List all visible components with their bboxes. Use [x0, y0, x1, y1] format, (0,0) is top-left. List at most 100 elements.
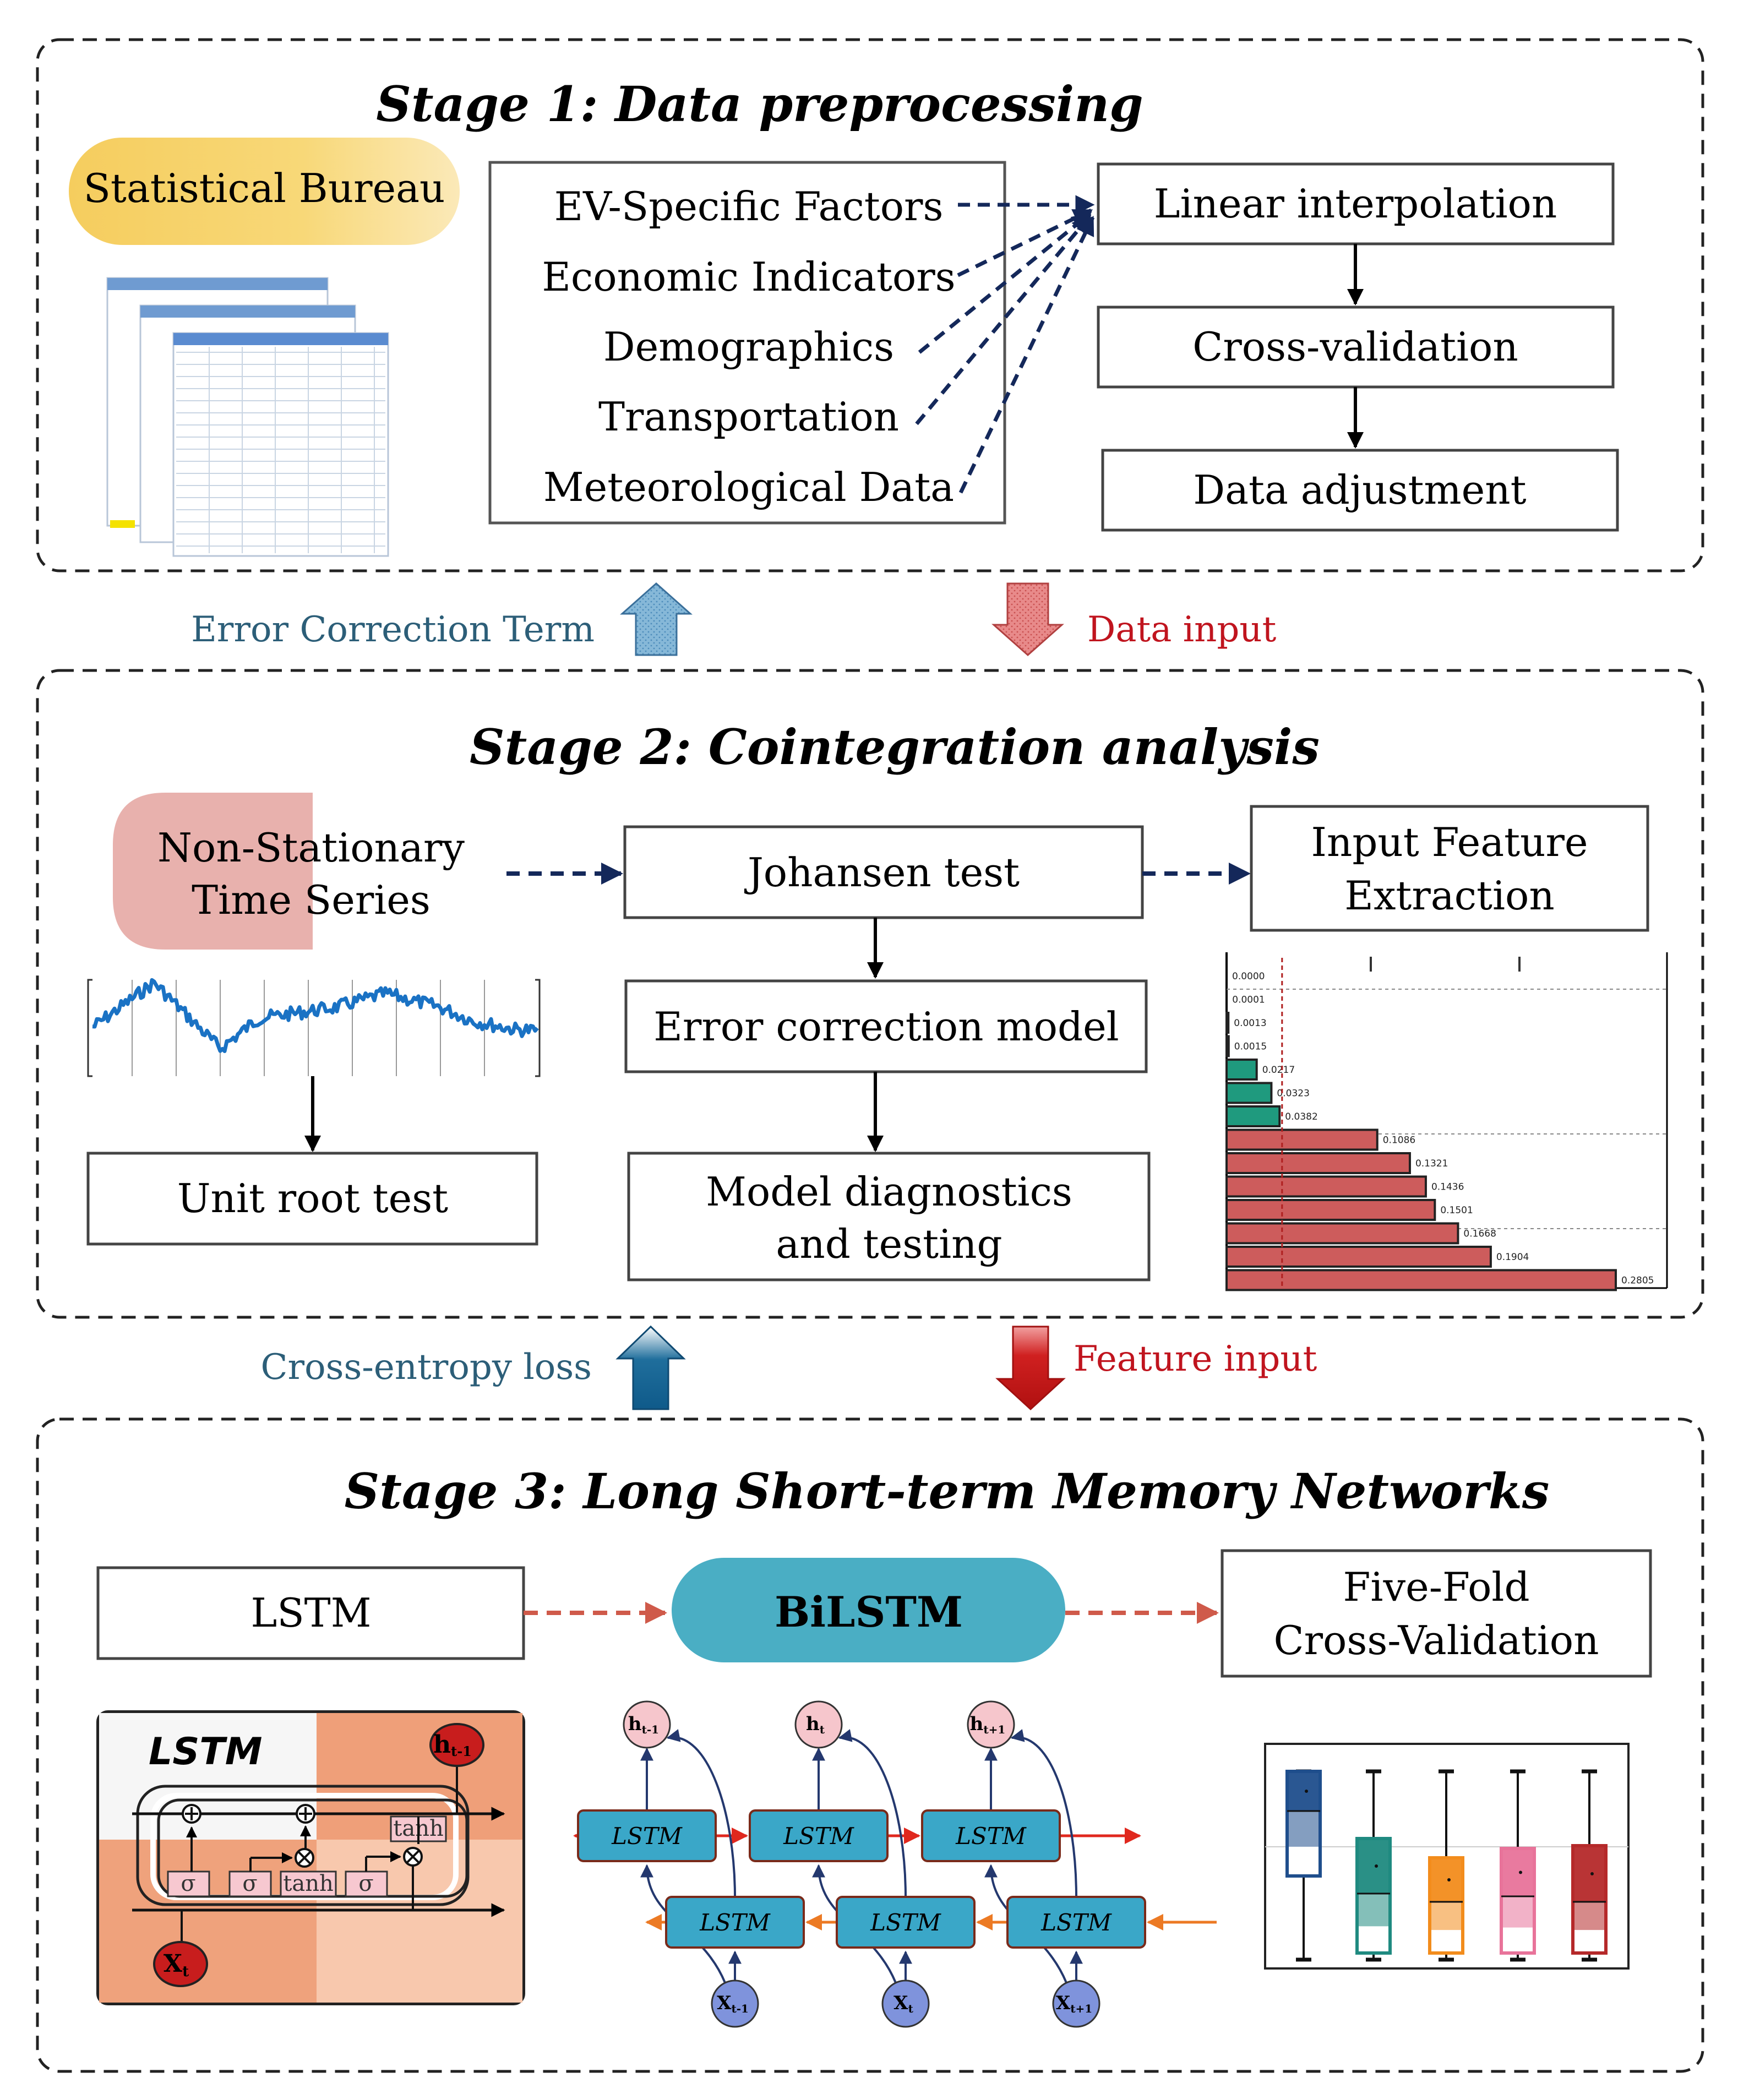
feature-bar-label: 0.0015	[1234, 1041, 1267, 1052]
feature-bar	[1225, 1199, 1436, 1221]
feature-bar-label: 0.2805	[1621, 1275, 1654, 1286]
stage-2-border	[36, 669, 1704, 1319]
input-node	[711, 1979, 759, 2028]
svg-text:σ: σ	[358, 1871, 373, 1896]
diagnostics-label-1: Model diagnostics	[706, 1169, 1072, 1215]
feature-bar-label: 0.0001	[1232, 995, 1265, 1006]
johansen-label: Johansen test	[744, 849, 1020, 896]
feature-extraction-label-2: Extraction	[1344, 872, 1554, 919]
feature-bar	[1225, 1082, 1273, 1104]
fold-boxplot	[1264, 1743, 1630, 1970]
diagnostics-label-2: and testing	[776, 1221, 1002, 1267]
spreadsheet-icon	[106, 277, 389, 557]
stage-1-panel: Stage 1: Data preprocessing Statistical …	[36, 38, 1704, 572]
feature-bar-label: 0.1321	[1415, 1158, 1448, 1169]
cross-validation-box	[1097, 306, 1615, 389]
input-node-label: Xt	[893, 1992, 913, 2015]
stage-1-title: Stage 1: Data preprocessing	[376, 75, 1143, 133]
feature-bar	[1225, 1222, 1459, 1245]
bilstm-cell	[665, 1896, 805, 1949]
connector-1: Error Correction Term Data input	[191, 582, 1277, 657]
time-series-plot	[87, 978, 541, 1077]
svg-text:ht-1: ht-1	[433, 1731, 472, 1759]
error-correction-term-label: Error Correction Term	[191, 609, 595, 650]
factor-transportation: Transportation	[598, 394, 899, 440]
hidden-state-label: ht+1	[970, 1713, 1006, 1736]
input-node	[1052, 1979, 1100, 2028]
bilstm-cell	[577, 1809, 717, 1862]
bilstm-cell-label: LSTM	[1040, 1909, 1112, 1936]
feature-bar	[1225, 1105, 1281, 1127]
stage-3-border	[36, 1417, 1704, 2073]
hidden-state-label: ht-1	[628, 1713, 659, 1736]
feature-bar-label: 0.0000	[1232, 971, 1265, 982]
h-t-node	[429, 1723, 484, 1767]
feature-bar-label: 0.0013	[1234, 1018, 1266, 1029]
bilstm-cell	[1006, 1896, 1146, 1949]
feature-input-label: Feature input	[1074, 1339, 1317, 1379]
feature-bar-label: 0.1501	[1440, 1205, 1473, 1216]
hidden-state-node	[794, 1700, 843, 1749]
input-node-label: Xt+1	[1056, 1992, 1092, 2015]
feature-bar	[1225, 1175, 1427, 1198]
ecm-box	[624, 979, 1148, 1073]
svg-text:σ: σ	[242, 1871, 257, 1896]
five-fold-label-1: Five-Fold	[1343, 1564, 1529, 1610]
stage-3-panel: Stage 3: Long Short-term Memory Networks…	[36, 1417, 1704, 2073]
five-fold-box	[1221, 1549, 1652, 1678]
cross-entropy-label: Cross-entropy loss	[261, 1347, 592, 1388]
factor-meteorological: Meteorological Data	[543, 464, 954, 510]
feature-bar-label: 0.1436	[1431, 1182, 1464, 1193]
factor-arrows	[915, 195, 1095, 494]
svg-text:Xt: Xt	[164, 1950, 189, 1980]
up-arrow-gradient	[615, 1325, 686, 1410]
hidden-state-node	[967, 1700, 1015, 1749]
hidden-state-label: ht	[806, 1713, 825, 1736]
diagnostics-box	[627, 1152, 1151, 1281]
hidden-state-node	[623, 1700, 671, 1749]
time-series-tag	[113, 793, 313, 950]
linear-interpolation-label: Linear interpolation	[1154, 181, 1557, 227]
five-fold-label-2: Cross-Validation	[1274, 1617, 1599, 1663]
feature-bar-label: 0.1904	[1496, 1252, 1529, 1263]
feature-bar-label: 0.1086	[1383, 1135, 1415, 1146]
data-input-label: Data input	[1087, 609, 1277, 650]
input-node-label: Xt-1	[717, 1992, 749, 2015]
down-arrow-red	[991, 582, 1064, 657]
bilstm-cell-label: LSTM	[611, 1823, 683, 1850]
factor-demographics: Demographics	[603, 324, 894, 370]
lstm-cell-diagram: LSTM σ σ tanh σ tanh	[96, 1710, 525, 2005]
bilstm-label: BiLSTM	[775, 1588, 963, 1637]
bilstm-cell	[921, 1809, 1061, 1862]
feature-bar-label: 0.1668	[1463, 1229, 1496, 1240]
feature-bar	[1225, 1128, 1379, 1151]
svg-text:tanh: tanh	[283, 1871, 333, 1896]
feature-bar	[1225, 1059, 1258, 1081]
unit-root-label: Unit root test	[177, 1175, 448, 1221]
unit-root-box	[86, 1152, 538, 1246]
bilstm-cell-label: LSTM	[955, 1823, 1027, 1850]
data-adjustment-label: Data adjustment	[1193, 467, 1526, 513]
cross-validation-label: Cross-validation	[1192, 324, 1518, 370]
data-adjustment-box	[1101, 449, 1619, 532]
factors-box	[488, 161, 1006, 525]
feature-extraction-label-1: Input Feature	[1311, 819, 1588, 865]
bilstm-cell-label: LSTM	[870, 1909, 941, 1936]
feature-extraction-box	[1250, 805, 1649, 932]
bilstm-cell-label: LSTM	[699, 1909, 771, 1936]
input-node	[881, 1979, 930, 2028]
feature-bar	[1225, 1269, 1617, 1291]
stage-3-title: Stage 3: Long Short-term Memory Networks	[345, 1463, 1550, 1520]
bilstm-cell	[749, 1809, 889, 1862]
feature-bar	[1225, 1012, 1230, 1034]
lstm-cell-title: LSTM	[149, 1730, 262, 1774]
stage-2-title: Stage 2: Cointegration analysis	[470, 718, 1320, 776]
feature-bar	[1225, 1035, 1230, 1057]
factor-ev-specific: EV-Specific Factors	[554, 183, 944, 230]
feature-bar-label: 0.0382	[1285, 1111, 1317, 1122]
feature-bar-label: 0.0323	[1277, 1088, 1309, 1099]
bilstm-pill	[672, 1558, 1065, 1662]
down-arrow-gradient	[995, 1326, 1066, 1411]
